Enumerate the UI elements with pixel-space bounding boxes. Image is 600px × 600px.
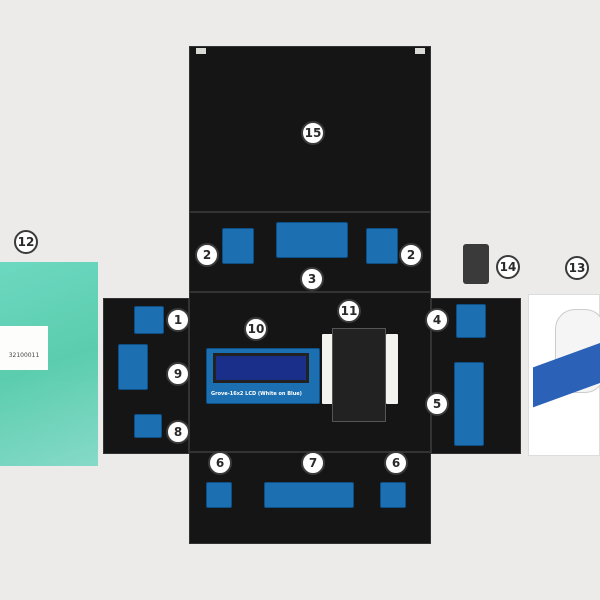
callout-10: 10 [244,317,268,341]
grove-module [380,482,406,508]
callout-3: 3 [300,267,324,291]
callout-12: 12 [14,230,38,254]
grove-module [206,482,232,508]
panel-slot [415,48,425,54]
callout-14: 14 [496,255,520,279]
grove-module [366,228,398,264]
callout-15: 15 [301,121,325,145]
product-box [528,294,600,456]
slide-potentiometer-module [454,362,484,446]
callout-1: 1 [166,308,190,332]
hub-module [264,482,354,508]
callout-2: 2 [399,243,423,267]
cable-bag: 32100011 [0,262,98,466]
callout-5: 5 [425,392,449,416]
callout-9: 9 [166,362,190,386]
grove-cable [386,334,398,404]
callout-4: 4 [425,308,449,332]
callout-6: 6 [384,451,408,475]
callout-2: 2 [195,243,219,267]
grove-module [134,414,162,438]
sound-sensor-module [118,344,148,390]
ultrasonic-module [276,222,348,258]
rotary-module [456,304,486,338]
grove-module [222,228,254,264]
main-board [332,328,386,422]
grove-module [134,306,164,334]
bag-label: 32100011 [0,326,48,370]
callout-8: 8 [166,420,190,444]
usb-adapter [463,244,489,284]
callout-6: 6 [208,451,232,475]
callout-7: 7 [301,451,325,475]
grove-cable [322,334,334,404]
lcd-module: Grove-16x2 LCD (White on Blue) [206,348,320,404]
lcd-label: Grove-16x2 LCD (White on Blue) [211,391,302,397]
panel-slot [196,48,206,54]
callout-13: 13 [565,256,589,280]
callout-11: 11 [337,299,361,323]
lcd-screen [213,353,309,383]
